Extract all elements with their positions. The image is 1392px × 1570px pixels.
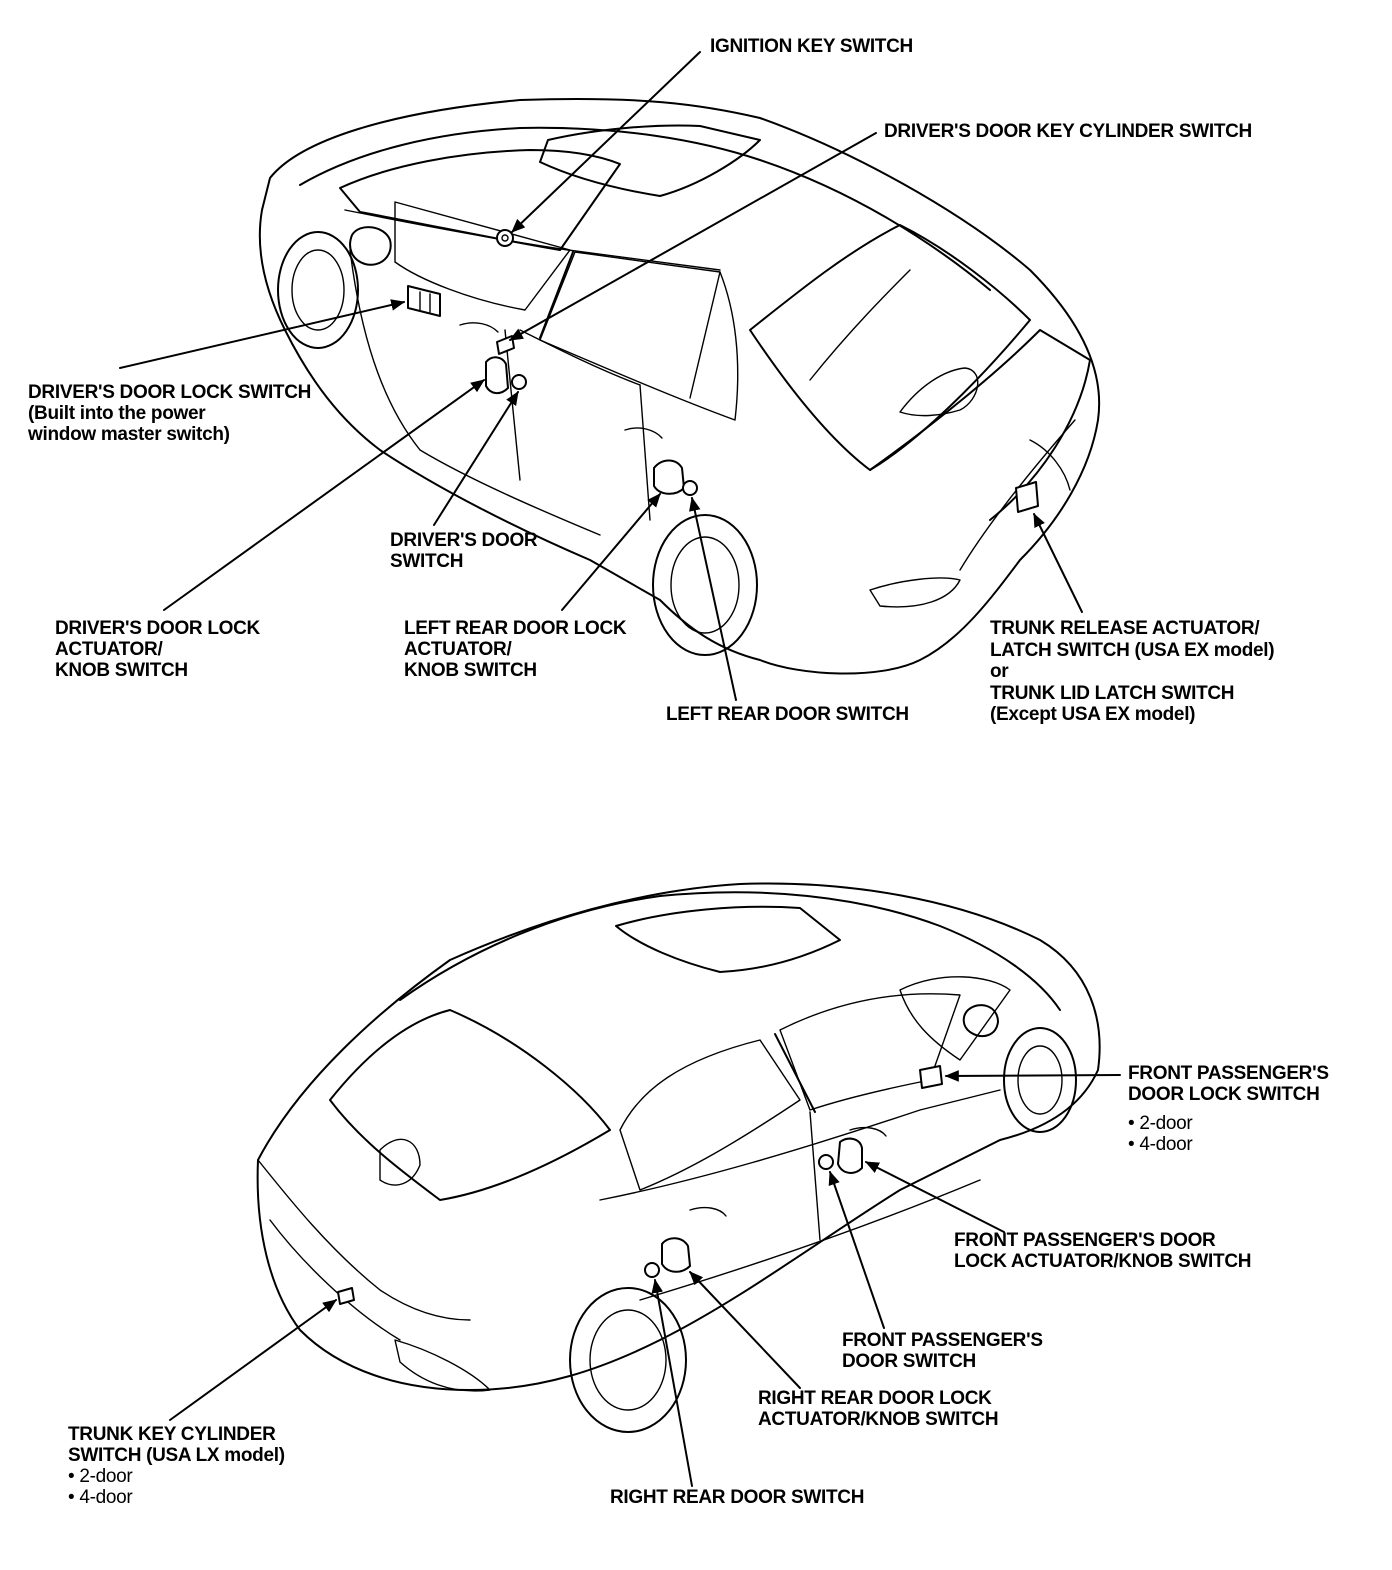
bottom-front-passengers-door-switch-part (818, 1154, 834, 1170)
bottom-car-mirror (962, 1004, 999, 1038)
label-left-rear-door-lock-actuator: LEFT REAR DOOR LOCK ACTUATOR/ KNOB SWITC… (404, 618, 627, 681)
label-line: DOOR LOCK SWITCH (1128, 1084, 1320, 1105)
label-line: DRIVER'S DOOR (390, 530, 538, 551)
top-leader-lines (119, 51, 1083, 701)
top-ignition-key-switch-part (496, 229, 514, 247)
top-left-rear-door-switch-part (682, 480, 698, 496)
top-car-front-wheel (277, 231, 359, 349)
label-line: TRUNK RELEASE ACTUATOR/ (990, 618, 1260, 639)
label-line: DRIVER'S DOOR LOCK SWITCH (28, 382, 312, 403)
top-car-roof (299, 126, 991, 291)
bottom-right-rear-door-switch-part (644, 1262, 660, 1278)
bottom-front-passengers-door-lock-actuator-part (837, 1137, 863, 1174)
bottom-car-front-door-window (779, 993, 961, 1111)
bottom-car-sunroof (615, 905, 841, 973)
label-line: DOOR SWITCH (842, 1351, 976, 1372)
top-car-front-door-window (394, 201, 571, 311)
bottom-trunk-key-cylinder-switch-part (337, 1287, 355, 1305)
label-line: LATCH SWITCH (USA EX model) (990, 639, 1275, 661)
top-trunk-release-actuator-part (1015, 481, 1039, 513)
label-line: RIGHT REAR DOOR LOCK (758, 1388, 992, 1409)
label-line: SWITCH (390, 551, 464, 572)
bottom-car-rear-wheel (569, 1287, 687, 1433)
label-line: TRUNK KEY CYLINDER (68, 1424, 276, 1445)
label-drivers-door-key-cylinder-switch: DRIVER'S DOOR KEY CYLINDER SWITCH (884, 121, 1252, 142)
label-line: ACTUATOR/KNOB SWITCH (758, 1409, 999, 1430)
label-line: KNOB SWITCH (404, 660, 537, 681)
label-trunk-key-cylinder-switch: TRUNK KEY CYLINDER SWITCH (USA LX model)… (68, 1424, 285, 1508)
label-line: FRONT PASSENGER'S DOOR (954, 1230, 1216, 1251)
label-ignition-key-switch: IGNITION KEY SWITCH (710, 36, 913, 57)
top-car-rear-window (749, 224, 1031, 471)
bottom-front-passengers-door-lock-switch-part (919, 1065, 943, 1089)
label-line: IGNITION KEY SWITCH (710, 36, 913, 57)
top-car-rear-wheel (652, 514, 758, 656)
variant-item: • 4-door (1128, 1134, 1193, 1155)
top-left-rear-door-lock-actuator-part (653, 459, 685, 495)
label-line: FRONT PASSENGER'S (842, 1330, 1043, 1351)
label-line: FRONT PASSENGER'S (1128, 1063, 1329, 1084)
variant-item: • 4-door (68, 1487, 133, 1508)
label-right-rear-door-lock-actuator: RIGHT REAR DOOR LOCK ACTUATOR/KNOB SWITC… (758, 1388, 999, 1430)
label-trunk-release-actuator: TRUNK RELEASE ACTUATOR/ LATCH SWITCH (US… (990, 618, 1275, 726)
bottom-car-roof (399, 891, 1061, 1011)
label-line: KNOB SWITCH (55, 660, 188, 681)
label-line: (Except USA EX model) (990, 704, 1196, 725)
label-drivers-door-lock-actuator: DRIVER'S DOOR LOCK ACTUATOR/ KNOB SWITCH (55, 618, 260, 681)
label-line: DRIVER'S DOOR LOCK (55, 618, 260, 639)
variant-item: • 2-door (68, 1466, 133, 1487)
top-drivers-door-switch-part (511, 374, 527, 390)
label-drivers-door-switch: DRIVER'S DOOR SWITCH (390, 530, 538, 572)
bottom-car-rear-window (329, 1009, 611, 1201)
label-line: (Built into the power (28, 403, 206, 424)
top-drivers-door-lock-actuator-part (485, 356, 509, 394)
label-drivers-door-lock-switch: DRIVER'S DOOR LOCK SWITCH (Built into th… (28, 382, 311, 445)
label-line: DRIVER'S DOOR KEY CYLINDER SWITCH (884, 121, 1252, 142)
bottom-leader-lines (169, 1070, 1121, 1487)
label-line: LEFT REAR DOOR LOCK (404, 618, 627, 639)
top-car (258, 97, 1101, 675)
label-line: RIGHT REAR DOOR SWITCH (610, 1487, 865, 1508)
variant-item: • 2-door (1128, 1113, 1193, 1134)
top-car-mirror (349, 226, 392, 266)
bottom-car-rear-door-window (619, 1039, 801, 1191)
label-front-passengers-door-switch: FRONT PASSENGER'S DOOR SWITCH (842, 1330, 1043, 1372)
label-line: ACTUATOR/ (55, 639, 163, 660)
bottom-car (256, 882, 1101, 1433)
label-line: window master switch) (28, 424, 230, 445)
label-front-passengers-door-lock-switch: FRONT PASSENGER'S DOOR LOCK SWITCH • 2-d… (1128, 1063, 1329, 1155)
label-line: or (990, 661, 1009, 682)
label-right-rear-door-switch: RIGHT REAR DOOR SWITCH (610, 1487, 864, 1508)
bottom-car-windshield (899, 976, 1011, 1061)
label-left-rear-door-switch: LEFT REAR DOOR SWITCH (666, 704, 909, 725)
top-car-rear-door-window (539, 251, 739, 421)
label-front-passengers-door-lock-actuator: FRONT PASSENGER'S DOOR LOCK ACTUATOR/KNO… (954, 1230, 1251, 1272)
top-drivers-door-lock-switch-part (407, 285, 441, 317)
bottom-car-body-outline (256, 882, 1101, 1391)
label-line: ACTUATOR/ (404, 639, 512, 660)
bottom-right-rear-door-lock-actuator-part (661, 1237, 691, 1273)
top-car-body-outline (258, 97, 1101, 675)
label-line: LOCK ACTUATOR/KNOB SWITCH (954, 1251, 1252, 1272)
label-line: SWITCH (USA LX model) (68, 1445, 285, 1466)
label-line: TRUNK LID LATCH SWITCH (990, 682, 1235, 704)
top-car-sunroof (539, 124, 761, 197)
bottom-car-front-wheel (1003, 1027, 1077, 1133)
label-line: LEFT REAR DOOR SWITCH (666, 704, 909, 725)
